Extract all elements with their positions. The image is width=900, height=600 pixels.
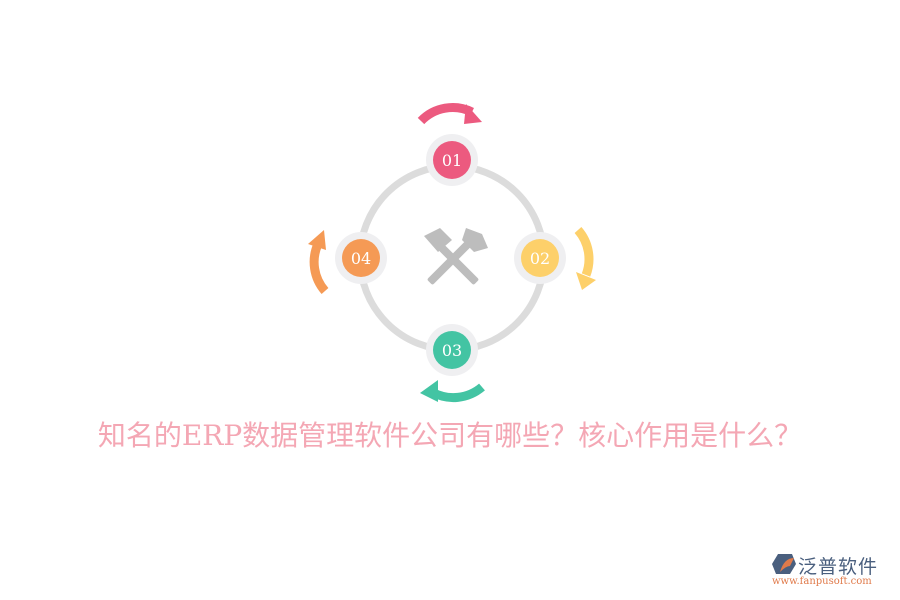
arrow-top-icon: [417, 103, 482, 125]
logo-url-text: www.fanpusoft.com: [772, 576, 872, 587]
logo-icon: [772, 554, 796, 574]
step-label-03: 03: [433, 331, 471, 369]
step-node-04: 04: [335, 232, 387, 284]
arrow-bottom-icon: [420, 380, 485, 403]
logo-brand-text: 泛普软件: [798, 556, 879, 578]
step-node-02: 02: [514, 232, 566, 284]
brand-logo: 泛普软件 www.fanpusoft.com: [772, 552, 896, 588]
arrow-right-icon: [574, 227, 596, 290]
page-title: 知名的ERP数据管理软件公司有哪些？核心作用是什么？: [97, 419, 803, 452]
step-node-03: 03: [426, 324, 478, 376]
step-label-04: 04: [342, 239, 380, 277]
step-label-02: 02: [521, 239, 559, 277]
crossed-hammers-icon: [424, 228, 488, 285]
step-node-01: 01: [426, 134, 478, 186]
arrow-left-icon: [308, 230, 329, 294]
step-label-01: 01: [433, 141, 471, 179]
